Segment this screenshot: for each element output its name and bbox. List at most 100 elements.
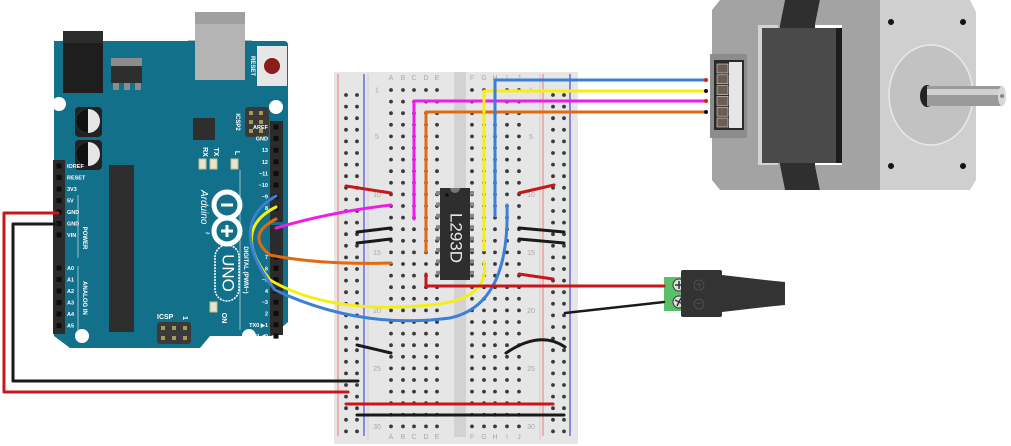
header-pin[interactable] bbox=[273, 277, 279, 283]
rail-hole[interactable] bbox=[344, 394, 348, 399]
breadboard-hole[interactable] bbox=[412, 343, 416, 348]
breadboard-hole[interactable] bbox=[412, 273, 416, 278]
rail-hole[interactable] bbox=[355, 162, 359, 167]
breadboard-hole[interactable] bbox=[412, 250, 416, 255]
breadboard-hole[interactable] bbox=[470, 134, 474, 139]
rail-hole[interactable] bbox=[355, 429, 359, 434]
breadboard-hole[interactable] bbox=[401, 122, 405, 127]
rail-hole[interactable] bbox=[551, 301, 555, 306]
breadboard-hole[interactable] bbox=[470, 169, 474, 174]
jumper-black[interactable] bbox=[355, 226, 393, 234]
breadboard-hole[interactable] bbox=[401, 308, 405, 313]
rail-hole[interactable] bbox=[551, 197, 555, 202]
breadboard-hole[interactable] bbox=[470, 296, 474, 301]
breadboard-hole[interactable] bbox=[505, 296, 509, 301]
breadboard-hole[interactable] bbox=[470, 378, 474, 382]
breadboard-hole[interactable] bbox=[505, 378, 509, 382]
rail-hole[interactable] bbox=[344, 104, 348, 109]
wire-motor-yellow[interactable] bbox=[482, 89, 707, 252]
rail-hole[interactable] bbox=[562, 151, 566, 155]
breadboard-hole[interactable] bbox=[401, 227, 405, 232]
breadboard-hole[interactable] bbox=[389, 250, 393, 255]
breadboard-hole[interactable] bbox=[482, 424, 486, 429]
breadboard-hole[interactable] bbox=[505, 157, 509, 162]
wire-5v-red[interactable] bbox=[2, 211, 350, 394]
breadboard-hole[interactable] bbox=[517, 366, 521, 371]
rail-hole[interactable] bbox=[344, 127, 348, 132]
breadboard-hole[interactable] bbox=[401, 273, 405, 278]
breadboard-hole[interactable] bbox=[401, 250, 405, 255]
jumper-black[interactable] bbox=[504, 338, 567, 355]
header-pin[interactable] bbox=[273, 265, 279, 271]
l293d-chip[interactable]: L293D bbox=[436, 188, 474, 280]
jumper-black[interactable] bbox=[517, 237, 566, 245]
breadboard-hole[interactable] bbox=[470, 354, 474, 359]
rail-hole[interactable] bbox=[355, 104, 359, 109]
jumper-black[interactable] bbox=[355, 237, 393, 245]
rail-hole[interactable] bbox=[551, 406, 555, 411]
rail-hole[interactable] bbox=[355, 197, 359, 202]
breadboard-hole[interactable] bbox=[424, 331, 428, 336]
breadboard-hole[interactable] bbox=[401, 111, 405, 116]
breadboard-hole[interactable] bbox=[505, 389, 509, 394]
rail-hole[interactable] bbox=[344, 139, 348, 144]
breadboard-hole[interactable] bbox=[517, 157, 521, 162]
breadboard-hole[interactable] bbox=[505, 331, 509, 336]
rail-hole[interactable] bbox=[551, 93, 555, 97]
breadboard-hole[interactable] bbox=[401, 192, 405, 197]
wire-gnd-black[interactable] bbox=[11, 222, 360, 383]
header-pin[interactable] bbox=[56, 163, 62, 169]
rail-hole[interactable] bbox=[562, 336, 566, 341]
rail-hole[interactable] bbox=[562, 116, 566, 121]
rail-hole[interactable] bbox=[355, 417, 359, 422]
rail-hole[interactable] bbox=[344, 359, 348, 364]
rail-hole[interactable] bbox=[551, 359, 555, 364]
rail-hole[interactable] bbox=[562, 290, 566, 295]
rail-hole[interactable] bbox=[355, 336, 359, 341]
rail-hole[interactable] bbox=[562, 162, 566, 167]
rail-hole[interactable] bbox=[344, 151, 348, 155]
breadboard-hole[interactable] bbox=[482, 331, 486, 336]
breadboard-hole[interactable] bbox=[412, 424, 416, 429]
rail-hole[interactable] bbox=[551, 220, 555, 225]
breadboard-hole[interactable] bbox=[470, 366, 474, 371]
header-pin[interactable] bbox=[273, 311, 279, 316]
breadboard-hole[interactable] bbox=[435, 424, 439, 429]
header-pin[interactable] bbox=[273, 159, 279, 165]
rail-hole[interactable] bbox=[562, 394, 566, 399]
breadboard-hole[interactable] bbox=[470, 331, 474, 336]
breadboard-hole[interactable] bbox=[401, 354, 405, 359]
rail-hole[interactable] bbox=[562, 220, 566, 225]
breadboard-hole[interactable] bbox=[505, 262, 509, 266]
breadboard-hole[interactable] bbox=[493, 424, 497, 429]
rail-hole[interactable] bbox=[344, 383, 348, 387]
rail-hole[interactable] bbox=[562, 104, 566, 109]
breadboard-hole[interactable] bbox=[424, 343, 428, 348]
rail-hole[interactable] bbox=[562, 197, 566, 202]
header-pin[interactable] bbox=[273, 136, 279, 142]
wire-pin11-blue[interactable] bbox=[248, 194, 509, 323]
breadboard-hole[interactable] bbox=[401, 180, 405, 185]
rail-hole[interactable] bbox=[551, 371, 555, 376]
header-pin[interactable] bbox=[56, 288, 62, 294]
jumper-black[interactable] bbox=[355, 343, 393, 355]
breadboard-hole[interactable] bbox=[493, 354, 497, 359]
breadboard-hole[interactable] bbox=[505, 169, 509, 174]
breadboard-hole[interactable] bbox=[493, 343, 497, 348]
breadboard-hole[interactable] bbox=[517, 169, 521, 174]
rail-hole[interactable] bbox=[562, 325, 566, 329]
rail-hole[interactable] bbox=[551, 394, 555, 399]
jumper-black[interactable] bbox=[517, 226, 566, 234]
rail-hole[interactable] bbox=[344, 417, 348, 422]
breadboard-hole[interactable] bbox=[517, 331, 521, 336]
rail-hole[interactable] bbox=[355, 220, 359, 225]
rail-hole[interactable] bbox=[551, 348, 555, 353]
header-pin[interactable] bbox=[56, 300, 62, 305]
rail-hole[interactable] bbox=[344, 116, 348, 121]
breadboard-hole[interactable] bbox=[482, 320, 486, 324]
rail-hole[interactable] bbox=[355, 174, 359, 179]
breadboard-hole[interactable] bbox=[493, 262, 497, 266]
breadboard-hole[interactable] bbox=[470, 180, 474, 185]
rail-hole[interactable] bbox=[562, 139, 566, 144]
breadboard-hole[interactable] bbox=[424, 389, 428, 394]
